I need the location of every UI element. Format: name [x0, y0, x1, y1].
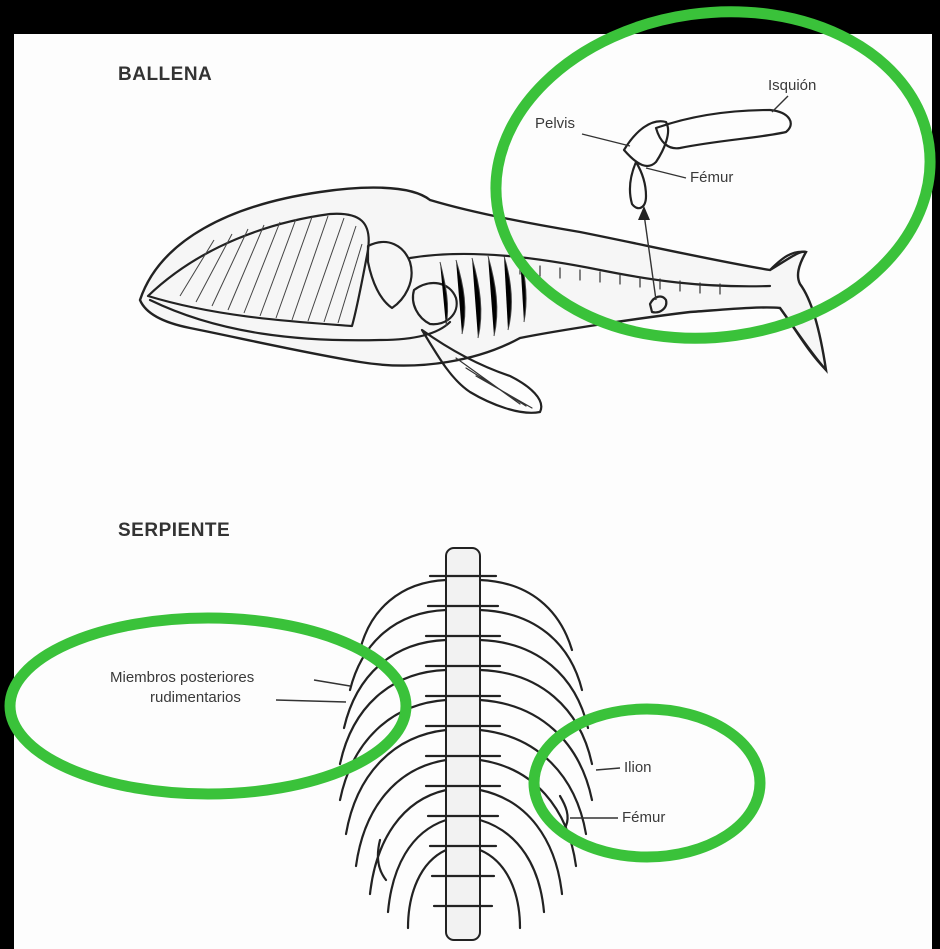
label-femur-snake: Fémur [622, 809, 665, 826]
label-femur-whale: Fémur [690, 169, 733, 186]
snake-title: SERPIENTE [118, 520, 230, 541]
whale-title: BALLENA [118, 64, 212, 85]
label-rudimentary-line2: rudimentarios [150, 689, 241, 706]
label-pelvis: Pelvis [535, 115, 575, 132]
label-rudimentary-line1: Miembros posteriores [110, 669, 254, 686]
label-isquion: Isquión [768, 77, 816, 94]
label-ilion: Ilion [624, 759, 652, 776]
